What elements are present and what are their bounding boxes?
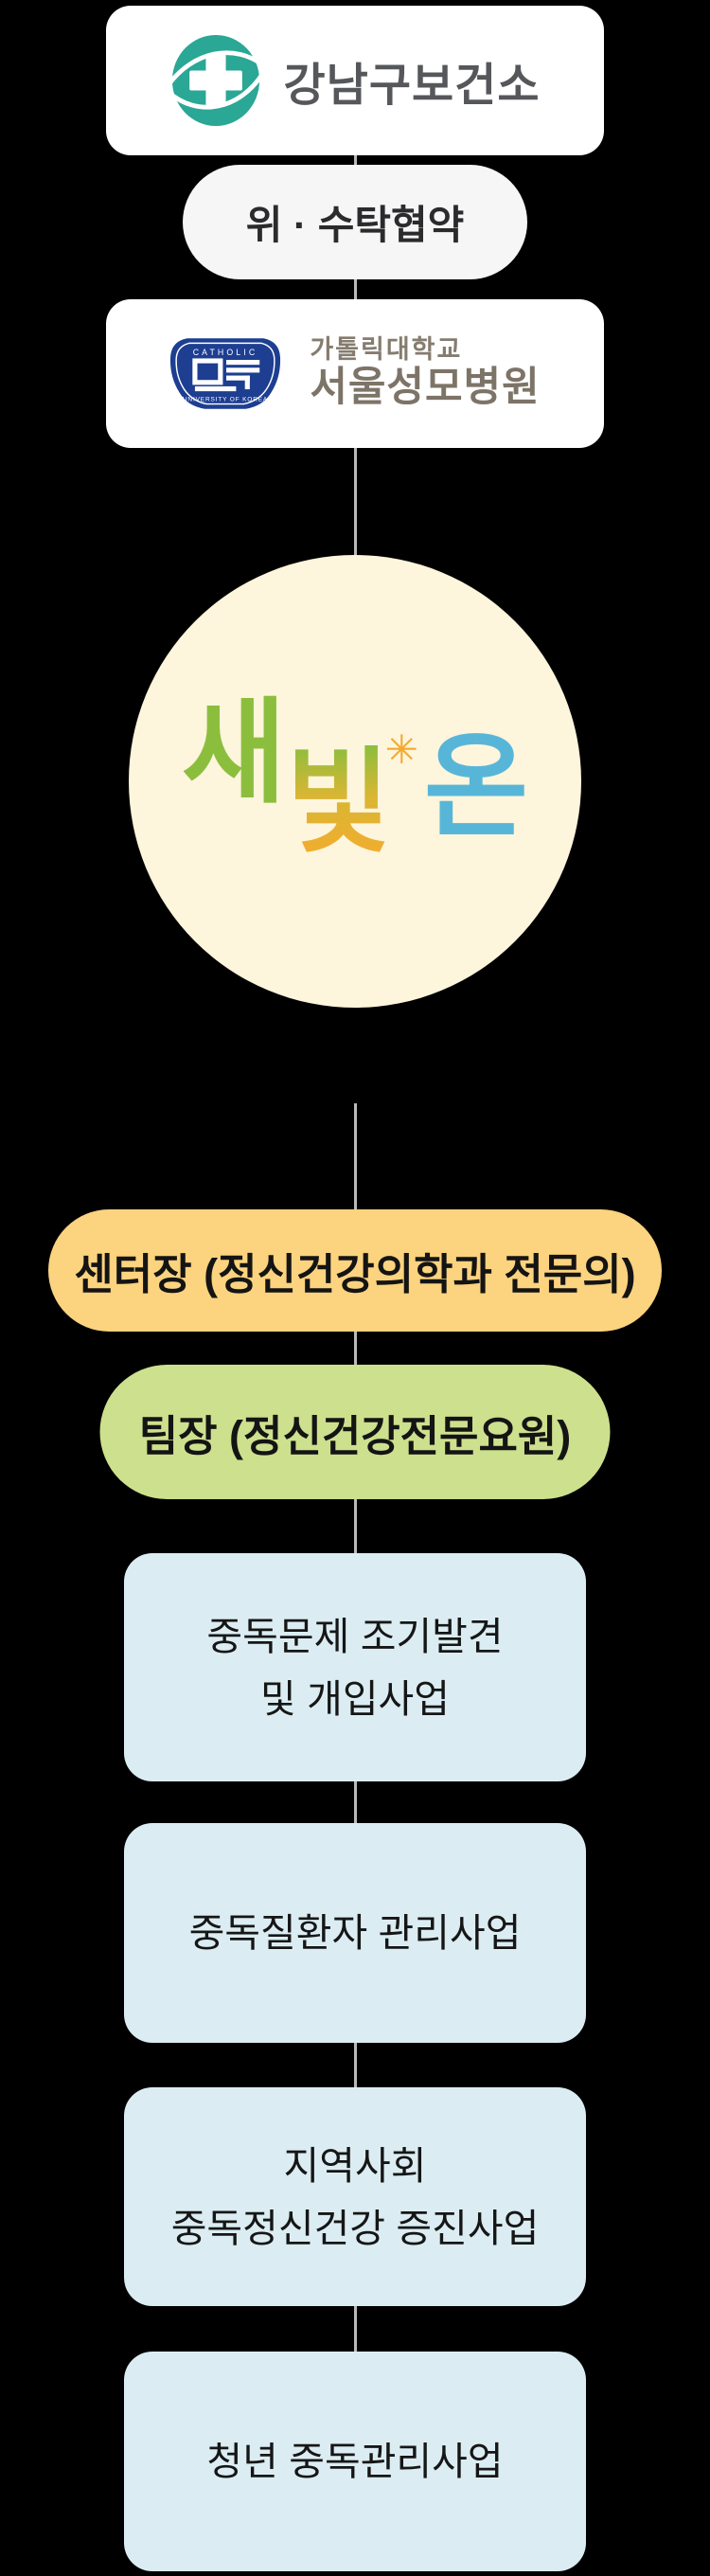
hospital-node: CATHOLIC UNIVERSITY OF KOREA 가톨릭대학교 서울성모…: [106, 299, 604, 448]
agreement-pill: 위 · 수탁협약: [183, 165, 527, 279]
connector-line: [354, 1332, 357, 1365]
health-center-cross-icon: [169, 33, 261, 128]
connector-line: [354, 2043, 357, 2087]
program-line: 및 개입사업: [260, 1676, 450, 1721]
brand-char-sae: 새: [181, 689, 287, 816]
connector-line: [354, 2306, 357, 2352]
director-pill: 센터장 (정신건강의학과 전문의): [48, 1209, 662, 1332]
team-leader-label: 팀장 (정신건강전문요원): [138, 1411, 572, 1460]
university-name: 가톨릭대학교: [310, 335, 463, 365]
program-line: 중독문제 조기발견: [206, 1614, 504, 1658]
health-center-name: 강남구보건소: [283, 61, 541, 111]
connector-line: [354, 1781, 357, 1823]
program-box-early-intervention: 중독문제 조기발견 및 개입사업: [124, 1553, 586, 1781]
emblem-bottom-text: UNIVERSITY OF KOREA: [183, 396, 268, 402]
brand-sparkle-icon: ✳: [384, 726, 418, 772]
health-center-node: 강남구보건소: [106, 6, 604, 155]
connector-line: [354, 448, 357, 555]
connector-line: [354, 1103, 357, 1209]
connector-line: [354, 155, 357, 165]
program-line: 청년 중독관리사업: [206, 2440, 504, 2483]
catholic-university-emblem-icon: CATHOLIC UNIVERSITY OF KOREA: [169, 337, 281, 411]
director-label: 센터장 (정신건강의학과 전문의): [74, 1250, 636, 1298]
emblem-top-text: CATHOLIC: [193, 347, 258, 356]
team-leader-pill: 팀장 (정신건강전문요원): [99, 1365, 611, 1499]
program-box-youth-management: 청년 중독관리사업: [124, 2352, 586, 2571]
brand-char-on: 온: [423, 724, 529, 850]
agreement-label: 위 · 수탁협약: [245, 203, 465, 247]
brand-char-bit: 빛: [286, 739, 391, 866]
program-box-community-promotion: 지역사회 중독정신건강 증진사업: [124, 2087, 586, 2306]
saebiton-logo: 새 빛 ✳ 온: [182, 696, 528, 859]
program-line: 지역사회: [283, 2143, 427, 2188]
program-box-patient-management: 중독질환자 관리사업: [124, 1823, 586, 2043]
saebiton-brand-circle: 새 빛 ✳ 온: [129, 555, 581, 1008]
program-line: 중독질환자 관리사업: [188, 1911, 522, 1955]
connector-line: [354, 279, 357, 299]
program-line: 중독정신건강 증진사업: [170, 2206, 540, 2250]
connector-line: [354, 1499, 357, 1553]
hospital-name: 서울성모병원: [310, 365, 541, 411]
